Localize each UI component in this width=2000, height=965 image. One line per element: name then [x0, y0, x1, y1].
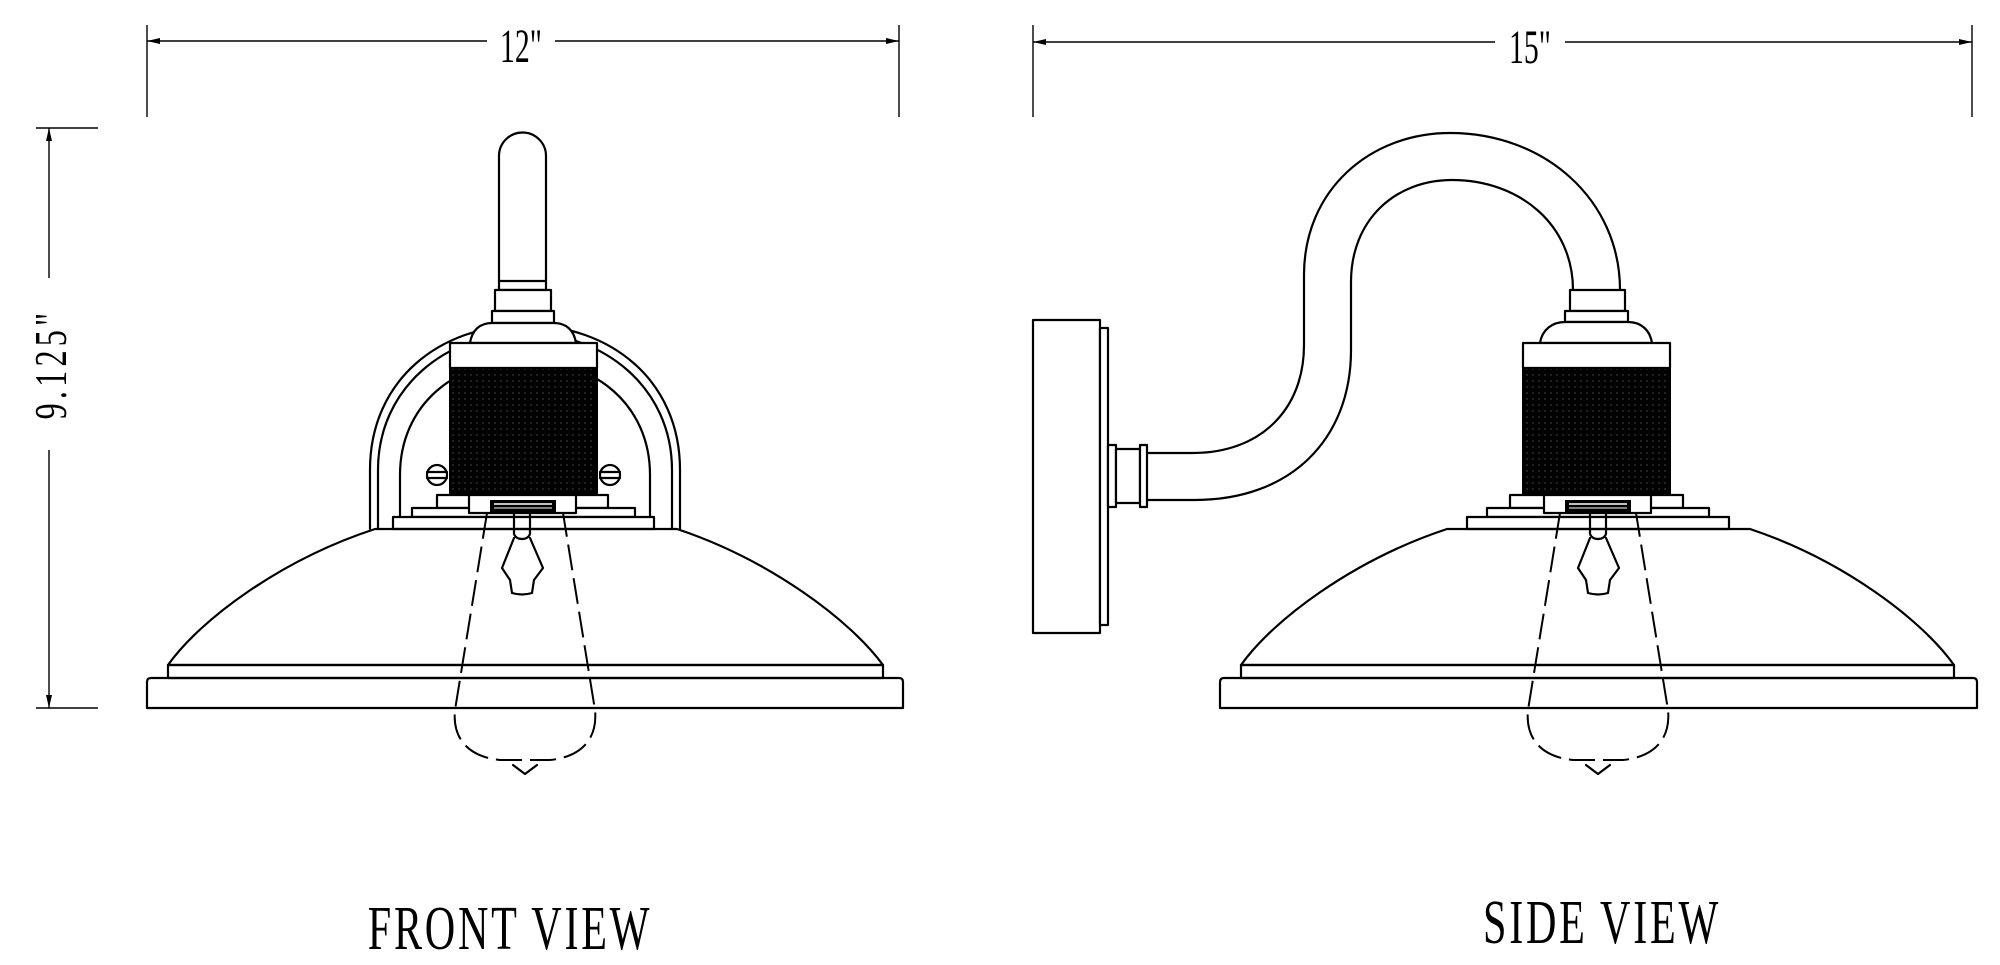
- front-shade: [166, 527, 885, 667]
- dimension-label-height: 9.125": [25, 309, 76, 420]
- front-screw-left-icon: [425, 463, 449, 487]
- front-stem: [497, 131, 548, 292]
- dimension-label-depth: 15": [1509, 20, 1551, 74]
- front-view-label: FRONT VIEW: [368, 895, 652, 963]
- side-socket-mesh: [1522, 367, 1671, 496]
- dimension-height: 9.125": [25, 127, 98, 709]
- side-shade-rim: [1218, 676, 1979, 710]
- side-shade: [1239, 527, 1956, 667]
- front-shade-rim: [145, 676, 905, 710]
- dimension-depth-side: 15": [1032, 20, 1973, 117]
- dimension-label-width: 12": [500, 19, 542, 73]
- side-backplate: [1031, 318, 1102, 635]
- side-view: [1031, 131, 1979, 776]
- front-view: [145, 131, 905, 776]
- front-filament: [500, 511, 545, 596]
- front-socket-mesh: [449, 367, 598, 496]
- front-bulb: [453, 512, 597, 761]
- side-view-label: SIDE VIEW: [1483, 889, 1721, 957]
- front-screw-right-icon: [598, 463, 622, 487]
- side-arm: [1145, 131, 1622, 455]
- dimension-width-front: 12": [146, 19, 900, 117]
- side-bulb: [1526, 512, 1670, 761]
- side-filament: [1576, 511, 1621, 596]
